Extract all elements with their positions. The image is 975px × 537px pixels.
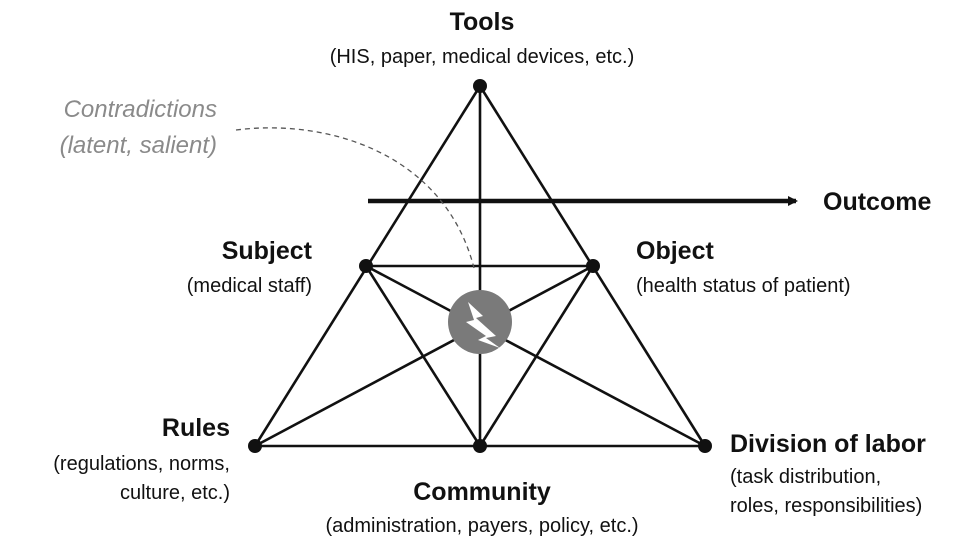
node-object (586, 259, 600, 273)
community-subtitle: (administration, payers, policy, etc.) (325, 515, 638, 537)
division-subtitle-line1: (task distribution, (730, 466, 881, 488)
edge-object-rules (254, 264, 594, 448)
object-subtitle: (health status of patient) (636, 275, 851, 297)
division-title: Division of labor (730, 430, 926, 458)
contradictions-label-line2: (latent, salient) (60, 132, 217, 159)
division-subtitle-line2: roles, responsibilities) (730, 495, 922, 517)
node-community (473, 439, 487, 453)
subject-title: Subject (222, 237, 313, 265)
node-rules (248, 439, 262, 453)
subject-subtitle: (medical staff) (187, 275, 312, 297)
node-tools (473, 79, 487, 93)
outcome-label: Outcome (823, 188, 931, 216)
node-subject (359, 259, 373, 273)
rules-title: Rules (162, 414, 230, 442)
tools-title: Tools (450, 8, 515, 36)
tools-subtitle: (HIS, paper, medical devices, etc.) (330, 46, 635, 68)
contradictions-pointer (235, 127, 475, 269)
rules-subtitle-line1: (regulations, norms, (53, 453, 230, 475)
contradiction-symbol (448, 290, 512, 354)
contradictions-label-line1: Contradictions (64, 96, 217, 123)
rules-subtitle-line2: culture, etc.) (120, 482, 230, 504)
edge-object-community (478, 265, 595, 447)
node-division (698, 439, 712, 453)
lightning-bolt-icon (466, 302, 500, 348)
community-title: Community (413, 478, 551, 506)
object-title: Object (636, 237, 714, 265)
